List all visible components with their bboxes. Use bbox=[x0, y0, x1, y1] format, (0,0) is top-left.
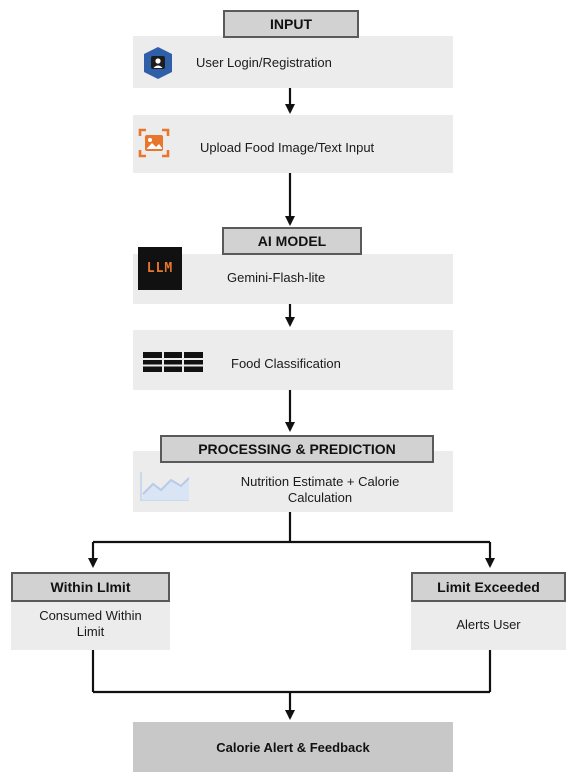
limit-exceeded-label: Alerts User bbox=[456, 617, 521, 632]
processing-label: Nutrition Estimate + Calorie Calculation bbox=[195, 474, 445, 506]
upload-label: Upload Food Image/Text Input bbox=[200, 140, 375, 155]
within-label-line1: Consumed Within bbox=[39, 608, 142, 623]
within-limit-header: Within LImit bbox=[11, 572, 170, 602]
login-box bbox=[133, 36, 453, 88]
within-label-line2: Limit bbox=[76, 624, 105, 639]
llm-badge-text: LLM bbox=[146, 261, 174, 276]
ai-model-header: AI MODEL bbox=[222, 227, 362, 255]
input-header: INPUT bbox=[223, 10, 359, 38]
processing-header: PROCESSING & PREDICTION bbox=[160, 435, 434, 463]
login-label: User Login/Registration bbox=[196, 55, 332, 70]
model-label: Gemini-Flash-lite bbox=[227, 270, 326, 285]
area-chart-icon bbox=[139, 470, 191, 502]
classification-label: Food Classification bbox=[231, 356, 341, 371]
limit-exceeded-box bbox=[411, 600, 566, 650]
upload-box bbox=[133, 115, 453, 173]
grid-table-icon bbox=[143, 352, 203, 372]
within-limit-box bbox=[11, 600, 170, 650]
limit-exceeded-header: Limit Exceeded bbox=[411, 572, 566, 602]
processing-label-line1: Nutrition Estimate + Calorie bbox=[240, 474, 400, 489]
processing-label-line2: Calculation bbox=[287, 490, 353, 505]
image-upload-icon bbox=[137, 127, 171, 159]
calorie-alert-box: Calorie Alert & Feedback bbox=[133, 722, 453, 772]
calorie-alert-label: Calorie Alert & Feedback bbox=[216, 739, 370, 755]
within-limit-label: Consumed Within Limit bbox=[11, 608, 170, 640]
user-login-icon bbox=[141, 46, 175, 80]
llm-badge-icon: LLM bbox=[138, 247, 182, 290]
model-box bbox=[133, 254, 453, 304]
